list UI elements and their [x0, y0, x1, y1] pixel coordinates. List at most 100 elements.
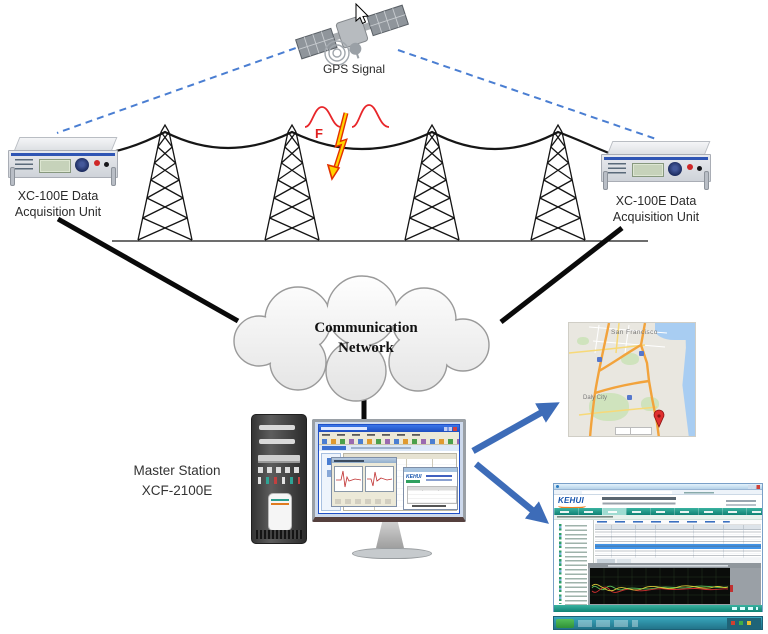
left-device-label-line2: Acquisition Unit: [14, 205, 102, 220]
unit-stripe: [11, 153, 115, 156]
unit-stripe: [604, 157, 708, 160]
monitor-base: [352, 548, 432, 559]
tower-icon: [137, 124, 193, 241]
unit-keypad: [668, 162, 682, 176]
tower-icon: [264, 124, 320, 241]
unit-keypad: [75, 158, 89, 172]
browser-address-bar: [554, 490, 762, 495]
unit-handle: [704, 171, 709, 190]
report-mini-table: [407, 486, 457, 504]
unit-led-indicators: [608, 163, 626, 175]
kehui-logo: KEHUI: [558, 496, 584, 505]
gps-signal-label: GPS Signal: [322, 62, 386, 76]
selected-table-row: [595, 544, 761, 549]
filter-toolbar: [595, 520, 761, 525]
cloud-label-line2: Network: [338, 340, 394, 357]
site-header-links: [726, 500, 756, 502]
master-software-screen: KEHUI: [318, 424, 460, 514]
report-child-window: KEHUI: [403, 467, 458, 510]
site-footer-bar: [554, 605, 762, 612]
unit-power-button: [697, 166, 702, 171]
map-park: [621, 353, 639, 365]
unit-red-button: [94, 160, 100, 166]
cloud-label-line1: Communication: [314, 320, 418, 336]
unit-lcd-display: [632, 163, 664, 177]
unit-handle: [10, 167, 15, 186]
fault-lightning-icon: [326, 112, 349, 181]
waveform-tab-strip: [595, 558, 761, 563]
browser-title-bar: [554, 484, 762, 490]
left-device-label: XC-100E Data Acquisition Unit: [0, 188, 116, 221]
right-device-label-line2: Acquisition Unit: [612, 210, 700, 225]
cloud-label: Communication Network: [296, 318, 436, 359]
child-window-title-bar: [404, 468, 457, 472]
app-tab-row: [319, 445, 459, 451]
map-roads: [569, 323, 668, 436]
master-station-label-line2: XCF-2100E: [141, 483, 213, 499]
left-device-label-line1: XC-100E Data: [17, 189, 99, 203]
pc-drive-bay: [259, 439, 295, 444]
main-menu-bar: [554, 508, 762, 515]
right-acquisition-unit: [601, 141, 711, 190]
map-water: [655, 323, 687, 340]
waveform-trace: [367, 471, 393, 487]
breadcrumb-bar: [554, 515, 762, 520]
pc-drive-bay: [259, 425, 295, 430]
map-type-control: [630, 427, 652, 435]
unit-power-button: [104, 162, 109, 167]
logo-green-band: [406, 480, 420, 483]
browser-window: KEHUI: [553, 483, 763, 612]
waveform-trace: [336, 470, 362, 488]
pc-optical-drive: [258, 455, 300, 463]
map-city-label: San Francisco: [611, 329, 658, 336]
unit-front-panel: [8, 150, 118, 186]
signal-waves-icon: [324, 40, 350, 66]
site-title-bars: [602, 497, 676, 500]
kehui-logo: KEHUI: [406, 474, 422, 480]
map-pin-icon: [653, 409, 665, 428]
cursor-icon: [355, 2, 370, 25]
right-device-label: XC-100E Data Acquisition Unit: [594, 193, 718, 226]
system-tray: [727, 618, 761, 629]
unit-handle: [603, 171, 608, 190]
unit-handle: [111, 167, 116, 186]
child-window-title-bar: [332, 458, 396, 463]
left-acquisition-unit: [8, 137, 118, 186]
gps-dashed-links: [56, 43, 657, 140]
device-tree-panel: [554, 520, 594, 605]
map-park: [577, 337, 589, 345]
table-text-texture: [595, 530, 761, 558]
pc-buttons: [258, 467, 300, 473]
app-menu-bar: [319, 432, 459, 437]
tower-icon: [404, 124, 460, 241]
gis-map-view: San Francisco Daly City: [568, 322, 696, 437]
pc-front-device: [268, 493, 292, 531]
records-table-header: [595, 525, 761, 530]
app-title-bar: [319, 425, 459, 432]
cloud-shape: [233, 275, 490, 402]
os-taskbar: [553, 616, 763, 630]
unit-red-button: [687, 164, 693, 170]
taskbar-items: [578, 620, 638, 627]
chart-side-marker: [730, 585, 733, 592]
fault-point-label: F: [315, 126, 323, 141]
pc-vent-grille: [256, 530, 302, 539]
output-arrows: [471, 402, 560, 524]
waveform-chart-panel: [588, 563, 761, 605]
transmission-line: [111, 124, 648, 242]
unit-front-panel: [601, 154, 711, 190]
site-header: KEHUI: [554, 495, 762, 509]
fault-wave-icon: [304, 104, 390, 128]
tower-icon: [530, 124, 586, 241]
right-device-label-line1: XC-100E Data: [615, 194, 697, 208]
master-station-label: Master Station XCF-2100E: [112, 461, 242, 502]
map-park: [589, 393, 629, 421]
child-window-buttons: [335, 499, 393, 504]
unit-lcd-display: [39, 159, 71, 173]
monitor: KEHUI: [312, 419, 466, 522]
web-monitoring-screenshot: KEHUI: [553, 483, 763, 630]
gps-satellite-icon: [295, 2, 409, 66]
report-footer-bar: [412, 505, 446, 507]
